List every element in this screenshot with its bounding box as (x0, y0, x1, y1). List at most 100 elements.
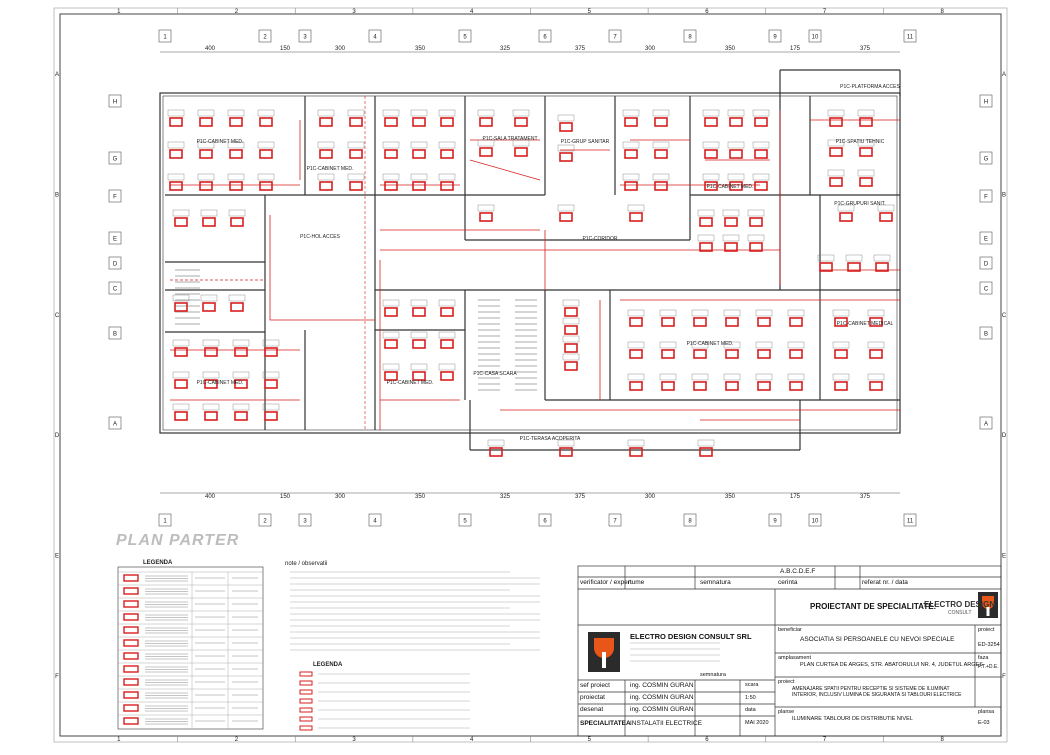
fixture-tag (659, 341, 677, 349)
light-fixture-icon (514, 117, 528, 127)
fixture-tag (702, 109, 720, 117)
fixture-tag (257, 141, 275, 149)
fixture-tag (722, 209, 740, 217)
axis-marker-box (979, 94, 993, 108)
axis-marker-box (768, 513, 782, 527)
light-fixture-icon (202, 217, 216, 227)
fixture-tag (382, 331, 400, 339)
tb-beneficiary: ASOCIATIA SI PERSOANELE CU NEVOI SPECIAL… (800, 636, 955, 643)
axis-marker-label: C (984, 287, 989, 293)
axis-marker-box (903, 513, 917, 527)
tb-verifier: verificator / expert (580, 579, 632, 586)
fixture-tag (562, 335, 580, 343)
tb-logo-sub: CONSULT (948, 610, 972, 616)
fixture-tag (827, 169, 845, 177)
light-fixture-icon (319, 149, 333, 159)
legend-symbol-icon (123, 704, 139, 712)
light-fixture-icon (349, 149, 363, 159)
room-label: P1C-SALA TRATAMENT (482, 136, 537, 142)
axis-marker-label: 11 (907, 519, 914, 525)
notes-symbol-icon (299, 689, 313, 695)
fixture-tag (438, 173, 456, 181)
room-label: P1C-CABINET MED. (687, 341, 734, 347)
tb-project-label: proiect (978, 627, 995, 633)
light-fixture-icon (349, 181, 363, 191)
room-label: P1C-SPATIU TEHNIC (836, 139, 885, 145)
light-fixture-icon (234, 379, 248, 389)
light-fixture-icon (384, 181, 398, 191)
fixture-tag (382, 299, 400, 307)
fixture-tag (857, 109, 875, 117)
light-fixture-icon (789, 317, 803, 327)
fixture-tag (382, 141, 400, 149)
axis-marker-label: G (113, 157, 118, 163)
axis-marker-label: 6 (543, 35, 547, 41)
dimension-label-bottom: 375 (575, 494, 586, 500)
legend-symbol-icon (123, 639, 139, 647)
fixture-tag (627, 439, 645, 447)
axis-marker-box (368, 513, 382, 527)
legend-symbol-icon (123, 678, 139, 686)
dimension-label-bottom: 300 (335, 494, 346, 500)
sheet-col-label-bottom: 8 (941, 737, 945, 743)
light-fixture-icon (229, 149, 243, 159)
light-fixture-icon (754, 117, 768, 127)
light-fixture-icon (234, 347, 248, 357)
axis-marker-label: H (113, 100, 117, 106)
light-fixture-icon (479, 212, 493, 222)
tb-project-code: ED-3254 (978, 642, 1000, 648)
light-fixture-icon (869, 317, 883, 327)
light-fixture-icon (699, 447, 713, 457)
fixture-tag (877, 204, 895, 212)
axis-marker-label: 5 (463, 35, 467, 41)
light-fixture-icon (661, 317, 675, 327)
fixture-tag (228, 209, 246, 217)
fixture-tag (512, 109, 530, 117)
fixture-tag (697, 234, 715, 242)
notes-symbol-icon (299, 680, 313, 686)
light-fixture-icon (440, 181, 454, 191)
light-fixture-icon (264, 411, 278, 421)
dimension-label-top: 300 (645, 46, 656, 52)
light-fixture-icon (169, 117, 183, 127)
axis-marker-box (108, 151, 122, 165)
notes-symbol-icon (299, 698, 313, 704)
tb-location-label: amplasament (778, 655, 812, 661)
dimension-label-top: 300 (335, 46, 346, 52)
axis-marker-box (458, 513, 472, 527)
room-label: P1C-CABINET MED. (707, 184, 754, 190)
axis-marker-box (158, 29, 172, 43)
fixture-tag (691, 341, 709, 349)
fixture-tag (410, 109, 428, 117)
light-fixture-icon (819, 262, 833, 272)
tb-location: PLAN CURTEA DE ARGES, STR. ABATORULUI NR… (800, 662, 983, 668)
fixture-tag (747, 234, 765, 242)
dimension-label-bottom: 350 (415, 494, 426, 500)
tb-date: MAI 2020 (745, 720, 769, 726)
light-fixture-icon (629, 349, 643, 359)
tb-plansa: E-03 (978, 720, 990, 726)
light-fixture-icon (829, 177, 843, 187)
light-fixture-icon (384, 307, 398, 317)
light-fixture-icon (204, 379, 218, 389)
fixture-tag (727, 173, 745, 181)
fixture-tag (227, 173, 245, 181)
light-fixture-icon (834, 349, 848, 359)
sheet-col-label-top: 6 (705, 9, 709, 15)
fixture-tag (410, 173, 428, 181)
fixture-tag (562, 353, 580, 361)
fixture-tag (202, 371, 220, 379)
light-fixture-icon (564, 361, 578, 371)
fixture-tag (787, 373, 805, 381)
light-fixture-icon (749, 242, 763, 252)
axis-marker-label: 2 (263, 519, 267, 525)
light-fixture-icon (859, 177, 873, 187)
sheet-col-label-top: 7 (823, 9, 827, 15)
sheet-col-label-bottom: 1 (117, 737, 121, 743)
light-fixture-icon (629, 212, 643, 222)
fixture-tag (702, 141, 720, 149)
light-fixture-icon (754, 181, 768, 191)
axis-marker-label: 7 (613, 519, 617, 525)
sheet-row-label-right: A (1002, 72, 1006, 78)
light-fixture-icon (169, 181, 183, 191)
